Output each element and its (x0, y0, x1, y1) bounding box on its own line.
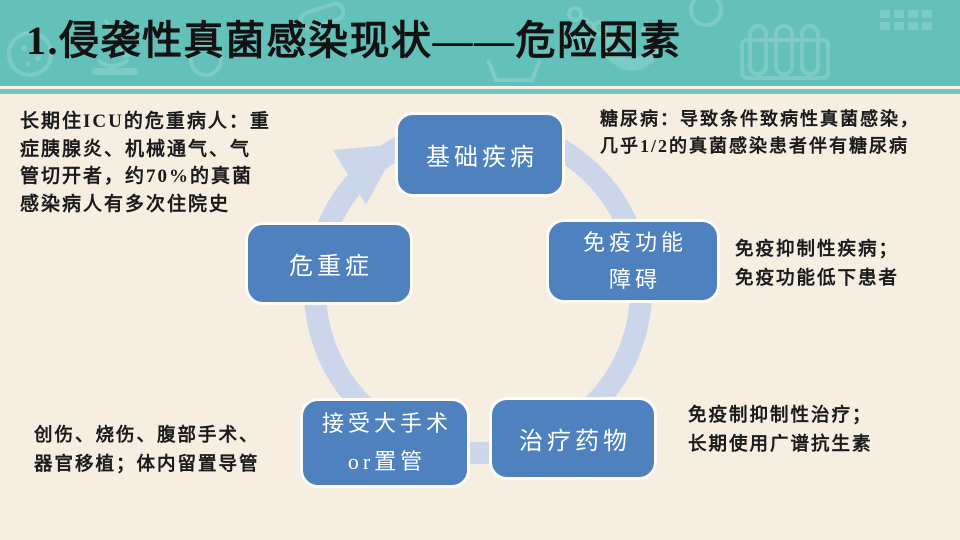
pill-icon (298, 1, 346, 31)
flask-icon (189, 28, 223, 77)
annotation-line: 感染病人有多次住院史 (20, 193, 231, 215)
annotation-line: 糖尿病：导致条件致病性真菌感染， (600, 109, 920, 129)
annotation-line: 免疫功能低下患者 (735, 269, 900, 289)
node-immune-dysfunction: 免疫功能 障碍 (546, 219, 720, 303)
annotation-immunosuppression: 免疫抑制性疾病； 免疫功能低下患者 (735, 236, 899, 294)
annotation-icu-patients: 长期住ICU的危重病人：重 症胰腺炎、机械通气、气 管切开者，约70%的真菌 感… (20, 108, 271, 218)
annotation-line: 管切开者，约70%的真菌 (20, 166, 254, 187)
node-label: 危重症 (289, 254, 373, 280)
microscope-icon (92, 18, 138, 75)
slide-header: 1.侵袭性真菌感染现状——危险因素 (0, 0, 960, 86)
header-divider-teal (0, 89, 960, 94)
header-divider-light (0, 86, 960, 89)
annotation-line: 症胰腺炎、机械通气、气 (20, 138, 252, 160)
node-label: 基础疾病 (426, 145, 538, 171)
annotation-line: 创伤、烧伤、腹部手术、 (34, 426, 260, 446)
node-therapy-drugs: 治疗药物 (489, 397, 657, 480)
molecule-icon (567, 6, 608, 49)
node-critical-illness: 危重症 (245, 222, 413, 305)
annotation-line: 器官移植；体内留置导管 (34, 455, 260, 475)
annotation-line: 免疫抑制性疾病； (735, 240, 900, 260)
node-label-line: 障碍 (608, 267, 661, 292)
slide-title: 1.侵袭性真菌感染现状——危险因素 (26, 18, 682, 63)
annotation-immunosuppressive-therapy: 免疫制抑制性治疗； 长期使用广谱抗生素 (688, 402, 873, 460)
magnet-icon (603, 20, 661, 71)
node-label-line: 免疫功能 (582, 230, 687, 255)
annotation-trauma-surgery: 创伤、烧伤、腹部手术、 器官移植；体内留置导管 (34, 422, 260, 480)
node-label-line: 接受大手术 (321, 411, 452, 436)
node-major-surgery: 接受大手术 or置管 (300, 398, 470, 488)
annotation-line: 长期住ICU的危重病人：重 (20, 111, 271, 132)
annotation-line: 免疫制抑制性治疗； (688, 406, 873, 426)
test-tubes-icon (740, 24, 830, 80)
annotation-line: 长期使用广谱抗生素 (688, 435, 873, 455)
node-basic-disease: 基础疾病 (395, 112, 565, 197)
node-label: 治疗药物 (519, 429, 631, 455)
stethoscope-icon (689, 0, 723, 27)
grid-plate-icon (880, 10, 932, 30)
petri-dish-icon (7, 31, 53, 77)
node-label-line: or置管 (347, 449, 427, 474)
cycle-arrowhead-icon (333, 144, 399, 205)
medical-pattern-decoration (7, 0, 932, 82)
annotation-line: 几乎1/2的真菌感染患者伴有糖尿病 (600, 136, 909, 156)
beaker-icon (486, 59, 542, 82)
annotation-diabetes: 糖尿病：导致条件致病性真菌感染， 几乎1/2的真菌感染患者伴有糖尿病 (600, 106, 920, 160)
